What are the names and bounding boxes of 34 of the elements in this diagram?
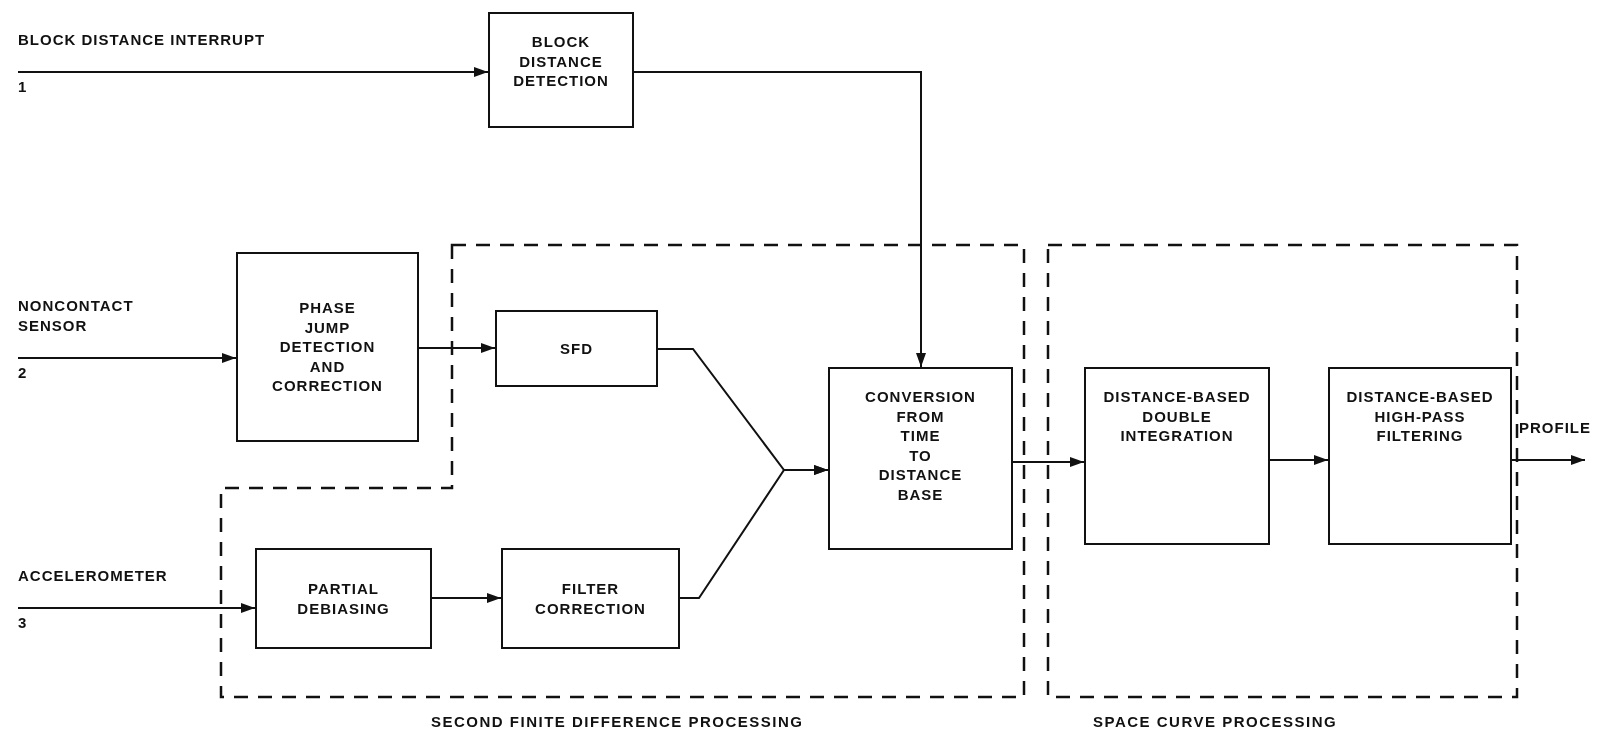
process-box	[1328, 367, 1512, 545]
box-label: SFD	[560, 338, 593, 359]
arrow	[17, 67, 489, 77]
region-caption: SPACE CURVE PROCESSING	[1093, 713, 1338, 730]
box-label: BLOCK DISTANCE DETECTION	[512, 32, 610, 91]
arrow	[1511, 455, 1586, 465]
arrow	[1269, 455, 1329, 465]
region-caption: SECOND FINITE DIFFERENCE PROCESSING	[431, 713, 804, 730]
process-box	[236, 252, 419, 442]
input-number: 2	[18, 364, 27, 381]
process-box	[828, 367, 1013, 550]
box-label: FILTER CORRECTION	[534, 579, 647, 618]
arrow	[17, 603, 256, 613]
arrow	[633, 71, 926, 368]
box-label: DISTANCE-BASED DOUBLE INTEGRATION	[1102, 387, 1252, 446]
arrow	[1012, 457, 1085, 467]
box-label: PHASE JUMP DETECTION AND CORRECTION	[271, 298, 384, 396]
input-number: 1	[18, 78, 27, 95]
signal-label: ACCELEROMETER	[18, 566, 169, 586]
arrow	[17, 353, 237, 363]
box-label: DISTANCE-BASED HIGH-PASS FILTERING	[1345, 387, 1495, 446]
signal-label: NONCONTACT SENSOR	[18, 296, 135, 335]
arrow	[431, 593, 502, 603]
arrow	[418, 343, 496, 353]
process-box	[255, 548, 432, 649]
box-label: CONVERSION FROM TIME TO DISTANCE BASE	[864, 387, 977, 504]
process-box	[495, 310, 658, 387]
process-box	[488, 12, 634, 128]
box-label: PARTIAL DEBIASING	[296, 579, 391, 618]
input-number: 3	[18, 614, 27, 631]
process-box	[501, 548, 680, 649]
signal-label: PROFILE	[1519, 418, 1592, 438]
process-box	[1084, 367, 1270, 545]
signal-label: BLOCK DISTANCE INTERRUPT	[18, 30, 267, 50]
